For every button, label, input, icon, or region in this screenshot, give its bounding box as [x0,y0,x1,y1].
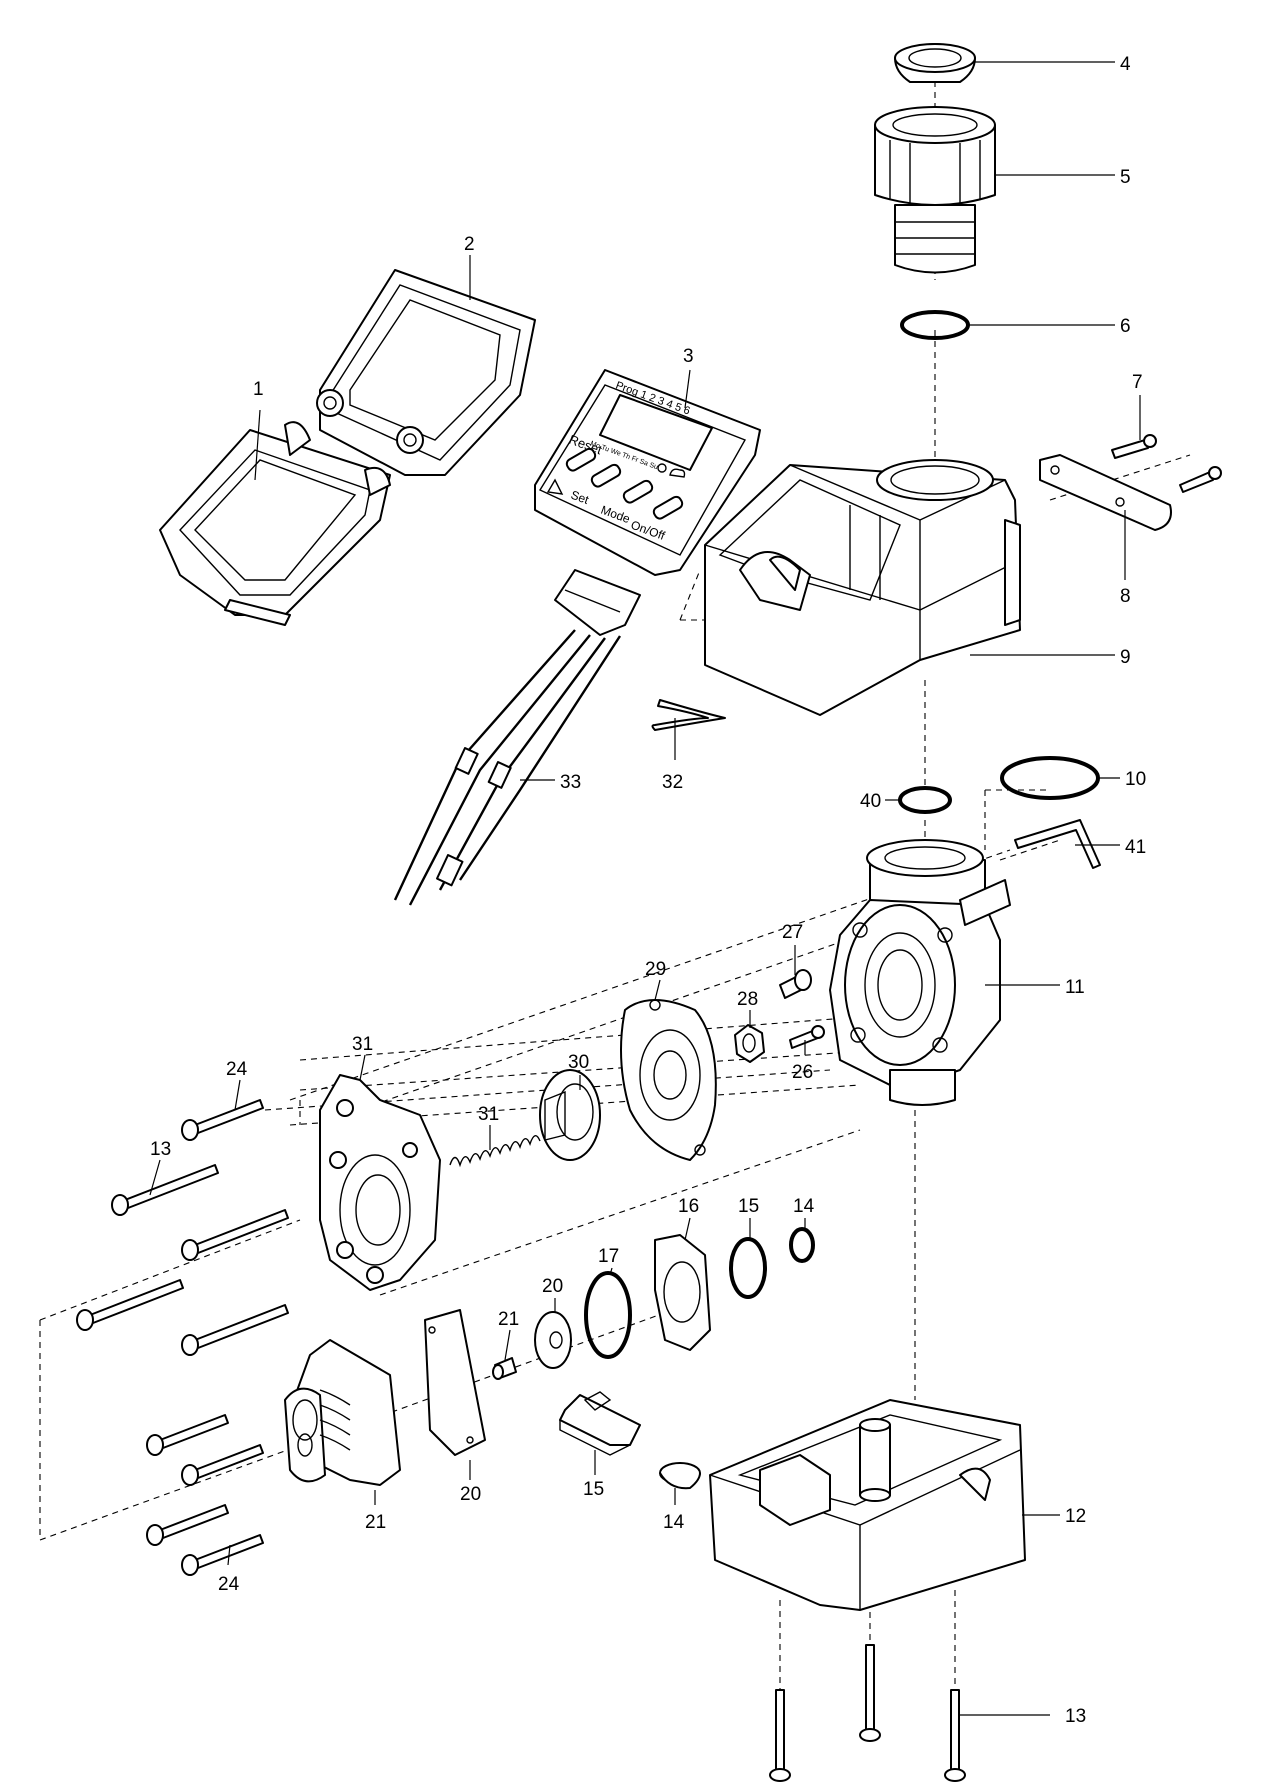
part-29-piston [539,1069,601,1161]
panel-mode-button [622,479,654,504]
sun-icon [657,463,667,473]
callout-20: 20 [542,1276,563,1297]
part-21-pin [492,1357,517,1380]
callout-30: 31 [478,1104,499,1125]
part-41-wire-clip [1014,819,1101,869]
callout-21: 21 [498,1309,519,1330]
callout-12: 12 [1065,1506,1086,1527]
callout-40: 40 [860,791,881,812]
part-23-solenoid [284,1339,401,1486]
part-40-o-ring [898,786,952,814]
part-2-window-cover [316,269,536,476]
part-32-spring-clip [651,699,726,731]
part-27-nut [734,1024,765,1063]
callout-14: 14 [663,1512,685,1533]
callout-24-top: 24 [226,1059,248,1080]
callout-28: 29 [645,959,666,980]
part-15-slider [559,1391,641,1456]
callout-18: 16 [678,1196,699,1217]
panel-set-button [590,463,622,488]
part-20-washer [534,1311,572,1369]
part-26-plug [779,969,812,999]
callout-32: 32 [662,772,683,793]
part-4-filter-screen [894,43,976,83]
callout-26: 27 [782,922,803,943]
part-22-gasket [424,1309,486,1456]
callout-11: 11 [1065,977,1085,998]
part-24-screw-group-top [181,1099,264,1141]
panel-set-label: Set [569,488,591,508]
callout-16: 14 [793,1196,815,1217]
part-28-diaphragm-plate [620,999,717,1161]
callout-8: 8 [1120,586,1131,607]
part-7-screw [1111,434,1222,493]
part-5-threaded-connector [874,106,996,274]
callout-1: 1 [253,379,264,400]
callout-4: 4 [1120,54,1131,75]
part-11-valve-body [829,839,1011,1106]
callout-33: 33 [560,772,581,793]
callout-5: 5 [1120,167,1131,188]
callout-6: 6 [1120,316,1131,337]
callout-13-bottom: 13 [1065,1706,1086,1727]
part-30-spring [449,1135,541,1168]
part-14-knob [659,1462,701,1490]
callout-27: 28 [737,989,758,1010]
callout-2: 2 [464,234,475,255]
callout-9: 9 [1120,647,1131,668]
part-10-o-ring [1000,756,1100,800]
callout-29: 30 [568,1052,589,1073]
callout-23: 21 [365,1512,386,1533]
callout-19: 17 [598,1246,619,1267]
panel-reset-button [565,447,597,472]
callout-15: 15 [583,1479,604,1500]
part-18-seat-plate [654,1234,711,1351]
part-8-mounting-bracket [1039,454,1172,531]
callout-13-left: 13 [150,1139,171,1160]
callout-22: 20 [460,1484,481,1505]
callout-7: 7 [1132,372,1143,393]
part-3-control-panel: Prog 1 2 3 4 5 6 Mo Tu We Th Fr Sa Su Re… [534,369,761,576]
callout-17: 15 [738,1196,759,1217]
callout-24-bottom: 24 [218,1574,240,1595]
part-9-control-housing [704,459,1021,716]
part-24-screw-group-bottom [146,1414,264,1576]
callout-41: 41 [1125,837,1146,858]
part-12-base-box [709,1399,1026,1611]
part-13-screw-group [76,1164,289,1356]
panel-triangle-icon [546,478,564,495]
leader-lines [149,61,1141,1716]
part-16-o-ring [789,1227,815,1263]
callout-labels: 4 5 6 7 8 9 10 41 11 12 13 40 1 2 3 33 3… [150,54,1146,1727]
callout-3: 3 [683,346,694,367]
part-25-screw [789,1025,825,1049]
cloud-icon [669,468,686,478]
part-1-hinged-lid [159,421,391,626]
panel-onoff-button [652,495,684,520]
part-17-o-ring [729,1237,767,1299]
part-33-cable-harness [393,569,641,906]
part-31-cover [319,1074,441,1291]
callout-31: 31 [352,1034,373,1055]
callout-25: 26 [792,1062,813,1083]
part-13-screw-group-bottom [769,1644,966,1782]
callout-10: 10 [1125,769,1146,790]
part-19-o-ring [584,1271,632,1359]
